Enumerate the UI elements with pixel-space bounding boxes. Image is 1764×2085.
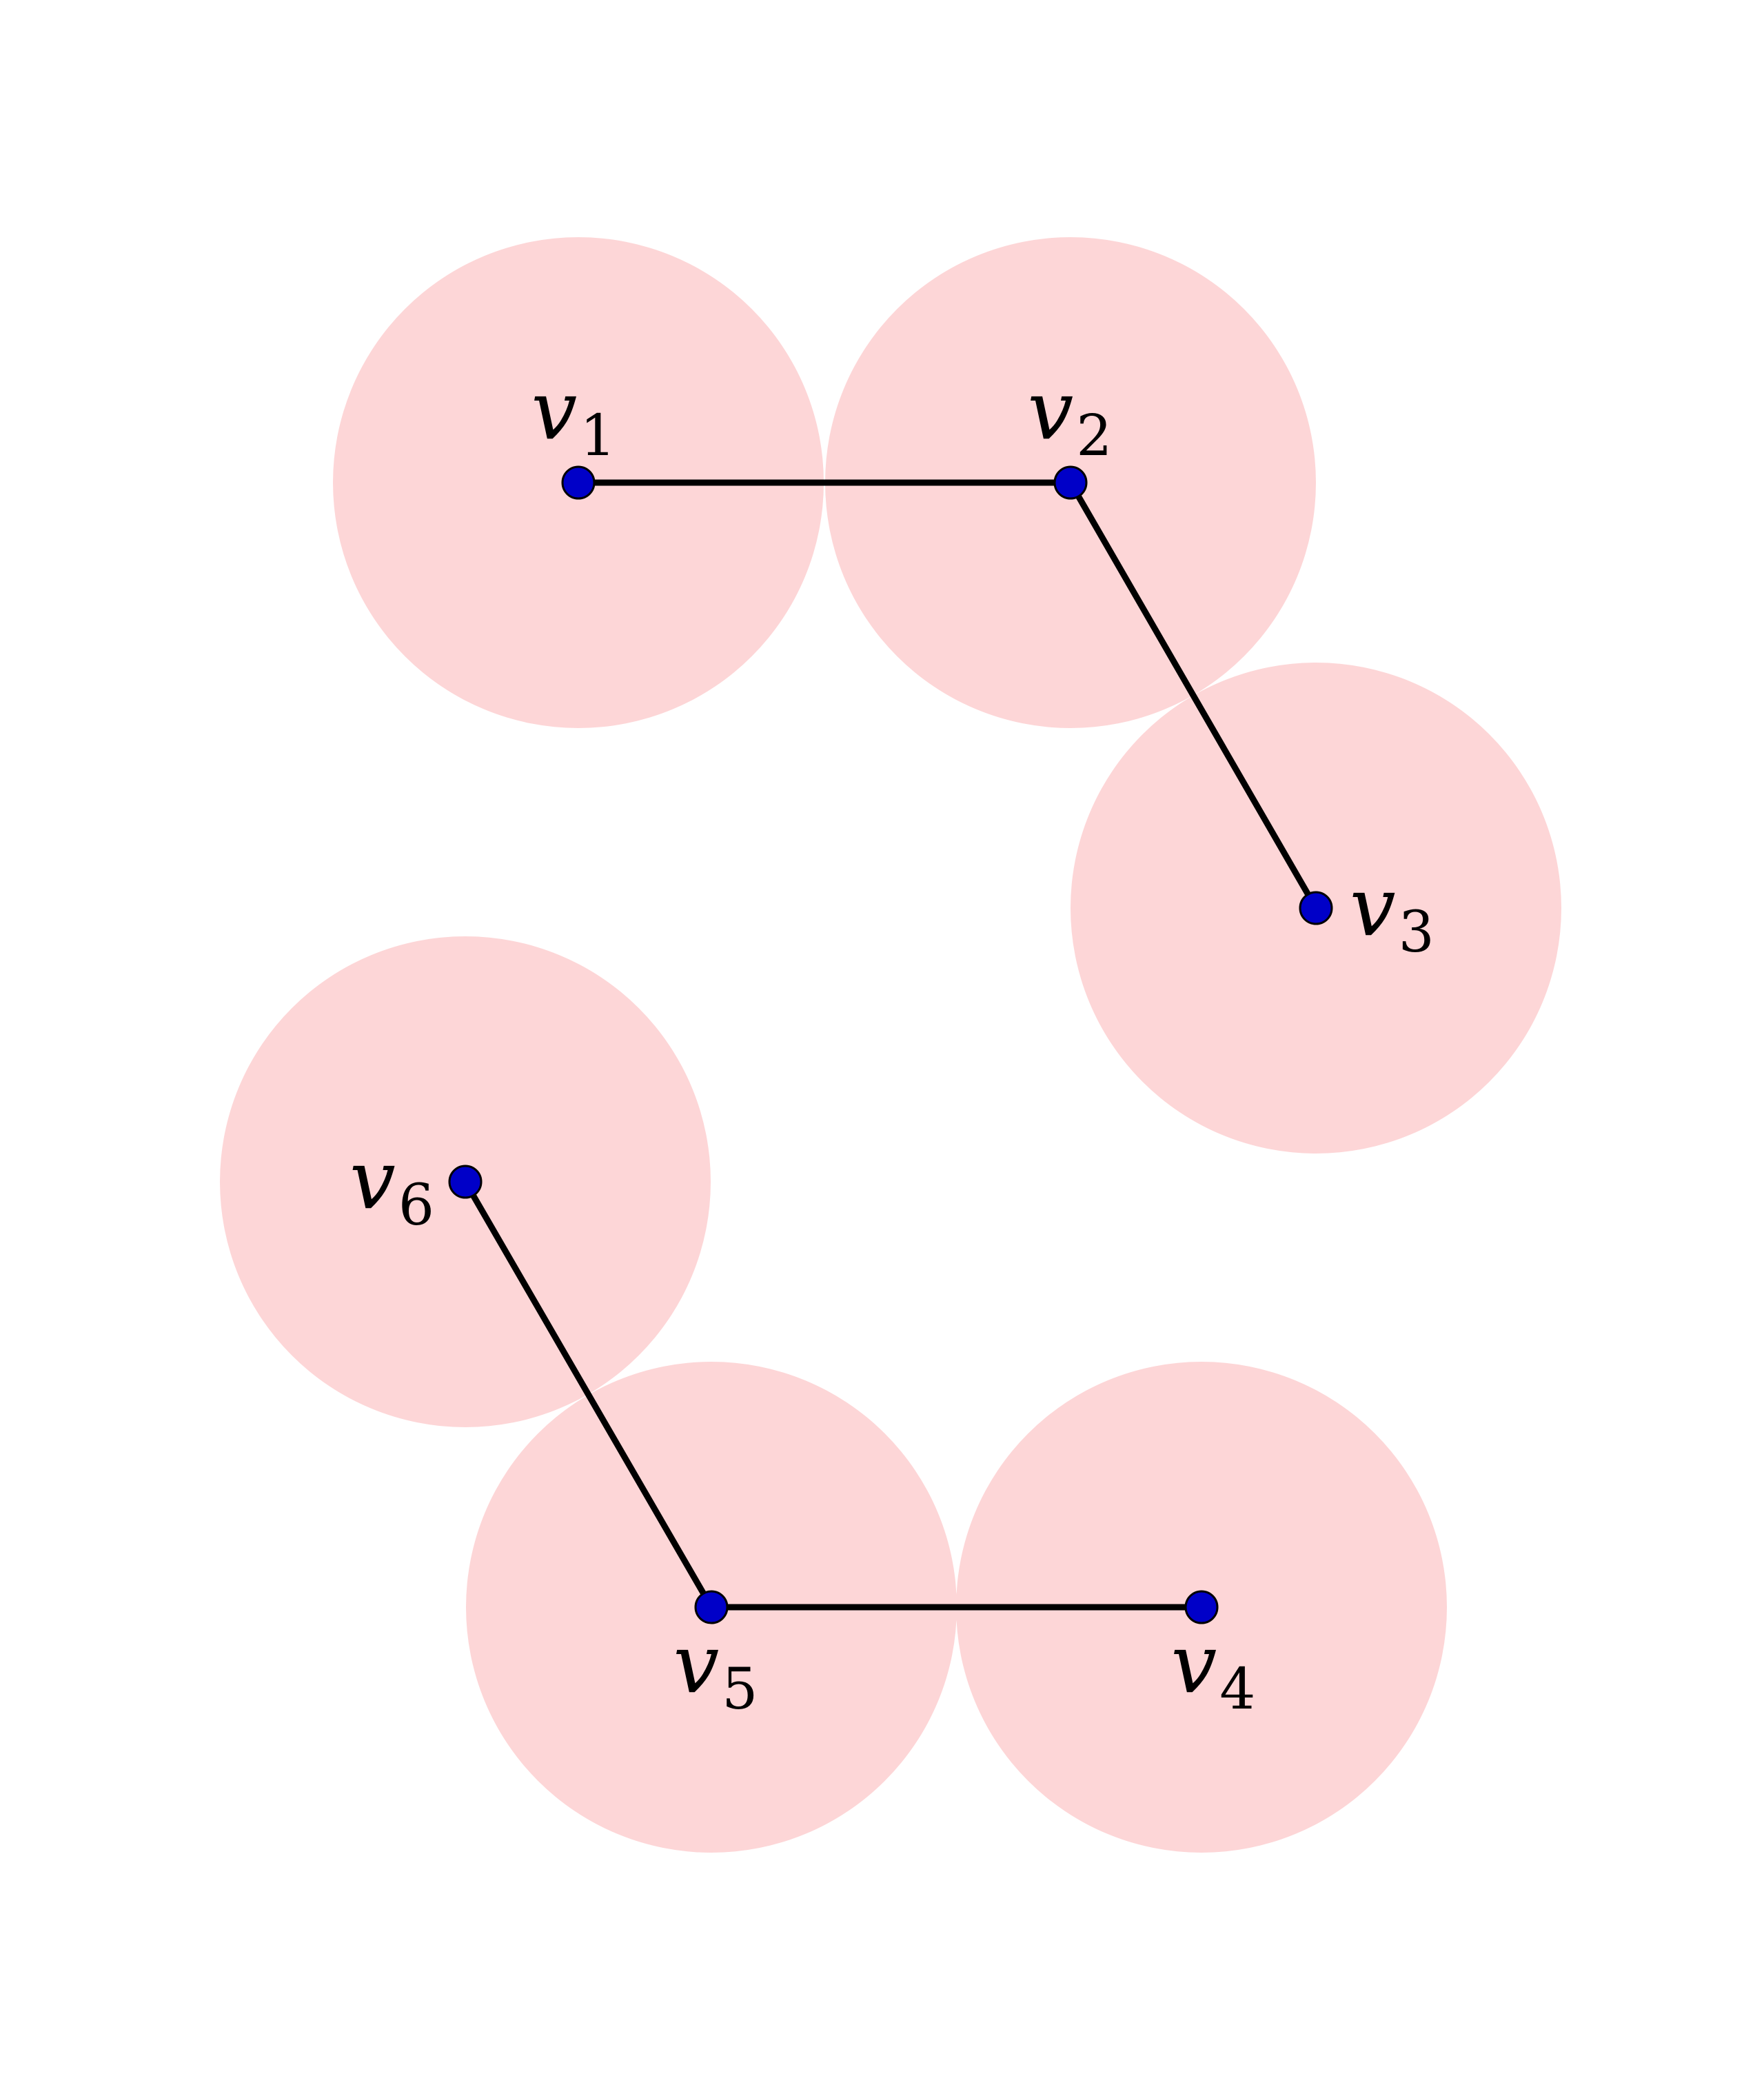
vertex-label-v4: v4 [1171,1616,1256,1722]
vertex-v1 [561,465,596,500]
vertex-label-letter: v [349,1132,396,1227]
vertex-label-v5: v5 [673,1616,758,1722]
vertex-v5 [694,1590,729,1624]
vertex-label-letter: v [673,1616,720,1711]
vertex-label-v6: v6 [349,1132,434,1238]
vertex-v2 [1053,465,1088,500]
vertex-label-subscript: 3 [1399,900,1434,965]
vertex-label-v1: v1 [531,363,616,469]
edges-layer [462,479,1319,1611]
vertex-v3 [1299,891,1333,925]
vertex-label-subscript: 1 [580,403,616,469]
vertex-label-letter: v [1028,363,1074,458]
vertex-v6 [448,1165,483,1199]
vertex-label-subscript: 4 [1219,1657,1255,1722]
vertex-label-letter: v [531,363,578,458]
edge-v6-v5 [462,1178,715,1611]
vertices-layer [448,465,1333,1624]
vertex-label-subscript: 6 [398,1173,434,1238]
vertex-label-subscript: 5 [722,1657,758,1722]
vertex-v4 [1184,1590,1219,1624]
vertex-label-v3: v3 [1350,859,1434,965]
vertex-label-letter: v [1350,859,1396,954]
vertex-label-subscript: 2 [1076,403,1112,469]
edge-v2-v3 [1067,479,1319,911]
vertex-label-letter: v [1171,1616,1217,1711]
vertex-label-v2: v2 [1028,363,1113,469]
